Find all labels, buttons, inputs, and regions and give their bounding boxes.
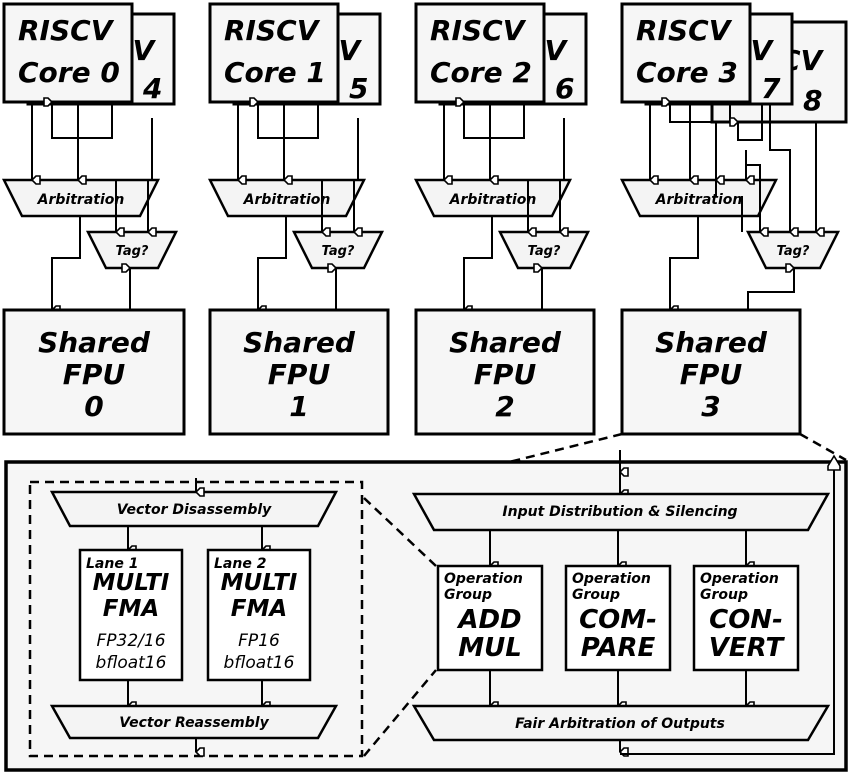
shared-fpu-1-l3: 1 [289, 390, 308, 423]
lane-2-l1: MULTI [221, 570, 298, 596]
input-distribution-label: Input Distribution & Silencing [502, 504, 737, 520]
lane-1-l2: FMA [103, 596, 159, 622]
lane-1-l1: MULTI [93, 570, 170, 596]
op-group-convert-t1: Operation [700, 571, 779, 587]
op-group-addmul-t2: Group [444, 587, 492, 603]
shared-fpu-3-l3: 3 [701, 390, 720, 423]
arbitration-3-label: Arbitration [655, 192, 743, 208]
lane-1-box [78, 548, 184, 682]
fair-arbitration-label: Fair Arbitration of Outputs [515, 716, 725, 732]
vector-disassembly [49, 490, 339, 528]
arbitration-0 [1, 178, 161, 218]
tag-mux-0 [85, 230, 179, 270]
tag-mux-1 [291, 230, 385, 270]
shared-fpu-0-l3: 0 [84, 390, 103, 423]
core-5-number: 5 [349, 72, 368, 105]
shared-fpu-1-l1: Shared [243, 326, 356, 359]
shared-fpu-3-l2: FPU [680, 358, 743, 391]
op-group-compare-t2: Group [572, 587, 620, 603]
lane-2-l2: FMA [231, 596, 287, 622]
shared-fpu-2-l3: 2 [495, 390, 514, 423]
lane-2-title: Lane 2 [214, 556, 266, 572]
core-2-title: RISCV [430, 14, 527, 47]
arbitration-2-label: Arbitration [449, 192, 537, 208]
fpu-detail-view: Vector Disassembly Lane 1 MULTI FMA FP32… [4, 450, 848, 772]
zoom-line-right [799, 432, 847, 462]
core-2-label: Core 2 [430, 56, 532, 89]
shared-fpu-0-l1: Shared [38, 326, 151, 359]
shared-fpu-0-box [2, 308, 186, 436]
lane-2-format-1: FP16 [238, 631, 280, 651]
core-0-box [2, 2, 134, 104]
lane-1-title: Lane 1 [86, 556, 138, 572]
core-0-label: Core 0 [18, 56, 120, 89]
shared-fpu-0-l2: FPU [63, 358, 126, 391]
cluster-0: CV 4 RISCV Core 0 Arbitration Tag? Share… [1, 2, 186, 436]
shared-fpu-2-box [414, 308, 596, 436]
shared-fpu-2-l2: FPU [474, 358, 537, 391]
op-group-convert-n2: VERT [709, 633, 786, 663]
vector-disassembly-label: Vector Disassembly [117, 502, 272, 518]
input-distribution [411, 492, 831, 532]
op-group-compare-n1: COM- [579, 605, 657, 635]
tag-mux-1-label: Tag? [322, 244, 355, 259]
lane-2-format-2: bfloat16 [224, 653, 295, 673]
arbitration-2 [413, 178, 573, 218]
cluster-3: CV 8 CV 7 RISCV Core 3 Arbitration Tag? … [619, 2, 848, 436]
core-3-title: RISCV [636, 14, 733, 47]
cluster-2: CV 6 RISCV Core 2 Arbitration Tag? Share… [413, 2, 596, 436]
core-4-number: 4 [142, 72, 162, 105]
core-1-title: RISCV [224, 14, 321, 47]
op-group-convert-t2: Group [700, 587, 748, 603]
lane-1-format-1: FP32/16 [96, 631, 165, 651]
tag-mux-2-label: Tag? [528, 244, 561, 259]
core-6-number: 6 [555, 72, 574, 105]
arbitration-1 [207, 178, 367, 218]
vector-reassembly [49, 704, 339, 740]
core-3-label: Core 3 [636, 56, 738, 89]
op-group-addmul-n1: ADD [456, 605, 521, 635]
shared-fpu-1-box [208, 308, 390, 436]
shared-fpu-1-l2: FPU [268, 358, 331, 391]
zoom-line-inner-bottom [363, 669, 437, 757]
cluster-1: CV 5 RISCV Core 1 Arbitration Tag? Share… [207, 2, 390, 436]
arbitration-0-label: Arbitration [37, 192, 125, 208]
op-group-addmul-t1: Operation [444, 571, 523, 587]
core-0-title: RISCV [18, 14, 115, 47]
lane-2-box [206, 548, 312, 682]
shared-fpu-3-box [620, 308, 802, 436]
core-8-number: 8 [803, 84, 822, 117]
core-1-box [208, 2, 340, 104]
zoom-line-inner-top [363, 497, 437, 567]
op-group-addmul-box [436, 564, 544, 672]
tag-mux-2 [497, 230, 591, 270]
core-7-number: 7 [761, 72, 781, 105]
op-group-addmul-n2: MUL [458, 633, 522, 663]
core-1-label: Core 1 [224, 56, 326, 89]
tag-mux-3 [745, 230, 841, 270]
tag-mux-3-label: Tag? [777, 244, 810, 259]
arbitration-1-label: Arbitration [243, 192, 331, 208]
core-3-box [620, 2, 752, 104]
op-group-compare-n2: PARE [581, 633, 656, 663]
core-2-box [414, 2, 546, 104]
shared-fpu-2-l1: Shared [449, 326, 562, 359]
fair-arbitration [411, 704, 831, 742]
shared-fpu-3-l1: Shared [655, 326, 768, 359]
op-group-compare-box [564, 564, 672, 672]
vector-reassembly-label: Vector Reassembly [119, 715, 269, 731]
op-group-convert-n1: CON- [709, 605, 783, 635]
lane-1-format-2: bfloat16 [96, 653, 167, 673]
tag-mux-0-label: Tag? [116, 244, 149, 259]
op-group-compare-t1: Operation [572, 571, 651, 587]
